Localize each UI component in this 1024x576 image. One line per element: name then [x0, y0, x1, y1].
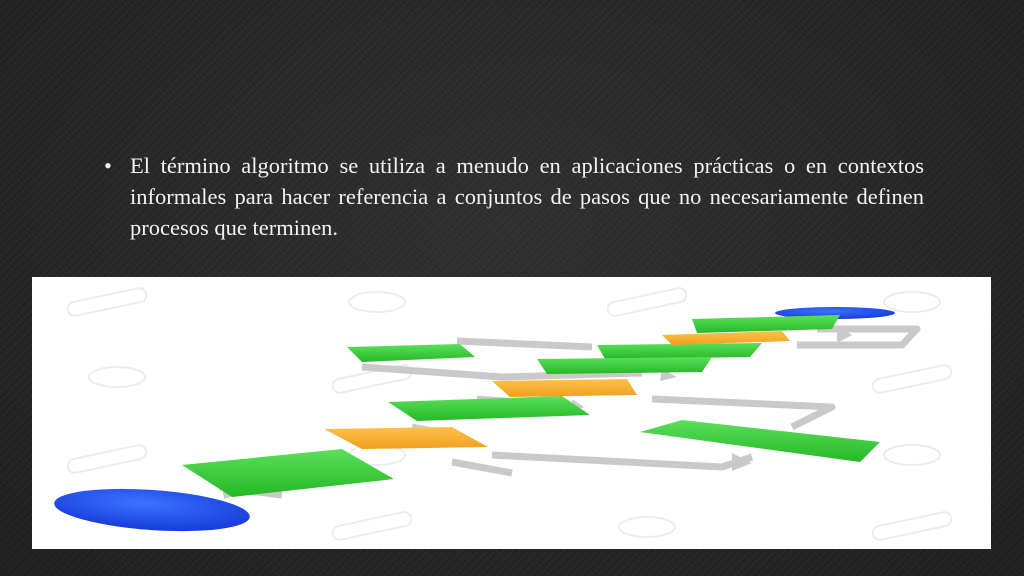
flowchart-image [32, 277, 991, 549]
flowchart-illustration-icon [54, 287, 953, 541]
terminal-start-shape [54, 488, 250, 532]
process-boxes [182, 315, 880, 497]
bullet-paragraph: El término algoritmo se utiliza a menudo… [130, 153, 924, 240]
decision-shapes [324, 331, 790, 449]
bullet-marker: • [104, 153, 112, 178]
watermark [66, 287, 953, 541]
